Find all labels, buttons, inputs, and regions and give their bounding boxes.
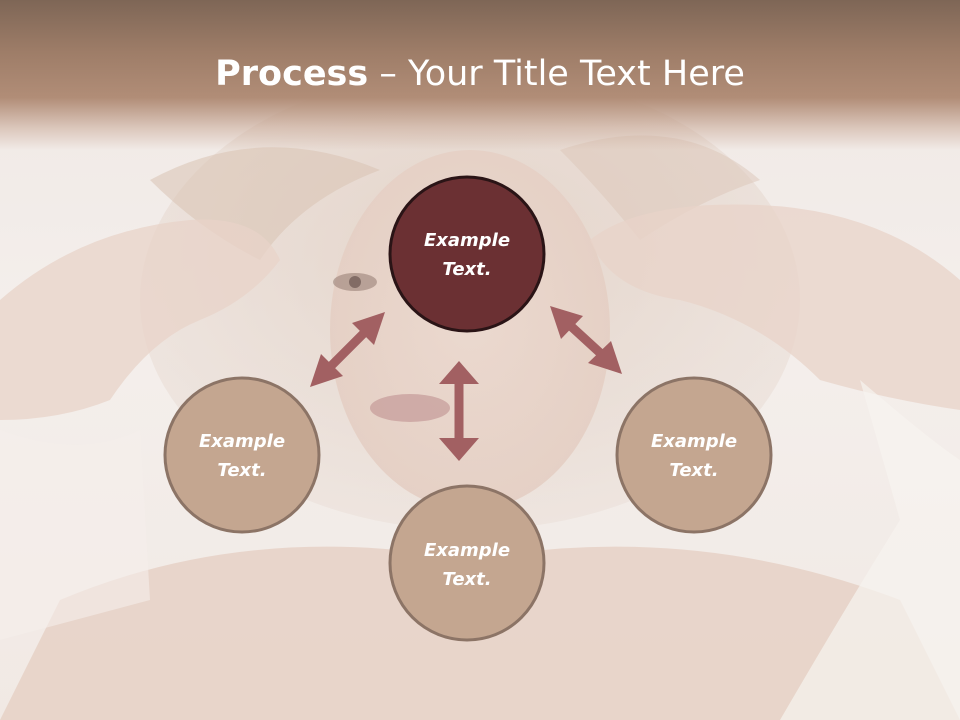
node-left-line1: Example <box>199 431 285 452</box>
node-right-line2: Text. <box>669 460 718 481</box>
title-bold-word: Process <box>215 54 369 94</box>
node-center: Example Text. <box>388 175 546 333</box>
arrow-center-bottom <box>439 361 479 461</box>
title-rest: Your Title Text Here <box>407 54 745 94</box>
arrow-center-right <box>550 306 622 374</box>
slide-title: Process – Your Title Text Here <box>0 52 960 96</box>
node-center-line1: Example <box>424 230 510 251</box>
node-bottom-line2: Text. <box>442 569 491 590</box>
node-bottom-line1: Example <box>424 540 510 561</box>
node-left-line2: Text. <box>217 460 266 481</box>
node-bottom: Example Text. <box>388 484 546 642</box>
node-left: Example Text. <box>163 376 321 534</box>
title-dash: – <box>368 54 408 94</box>
node-center-line2: Text. <box>442 259 491 280</box>
arrow-center-left <box>310 312 385 387</box>
node-right-line1: Example <box>651 431 737 452</box>
title-band <box>0 0 960 150</box>
node-right: Example Text. <box>615 376 773 534</box>
